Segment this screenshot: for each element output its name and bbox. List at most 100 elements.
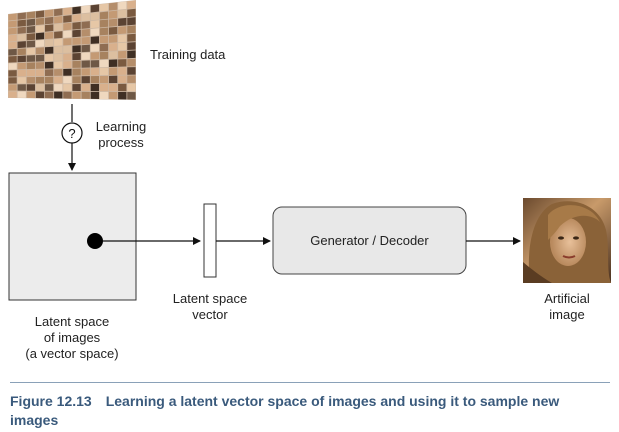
training-face-tile [44,39,54,47]
training-face-tile [108,18,118,27]
training-face-tile [72,6,81,15]
training-face-tile [81,36,90,45]
training-face-tile [35,91,45,99]
training-face-tile [63,91,72,99]
learning-process-icon: ? [61,122,83,144]
training-face-tile [72,21,81,30]
training-face-tile [63,84,72,91]
training-face-tile [81,60,90,68]
training-face-tile [54,91,63,99]
training-face-tile [8,41,17,49]
training-face-tile [26,69,36,77]
training-face-tile [72,37,81,45]
latent-space-line1: Latent space [34,314,110,329]
training-face-tile [99,91,109,100]
output-label-line2: image [549,307,585,322]
vector-label-line1: Latent space [172,291,248,306]
training-face-tile [118,50,127,59]
training-face-tile [90,60,100,68]
training-face-tile [127,92,136,100]
training-face-tile [81,91,90,99]
training-face-tile [99,27,109,36]
training-face-tile [35,62,45,69]
training-face-tile [44,46,54,54]
training-face-tile [81,83,90,92]
training-face-tile [8,13,17,21]
training-face-tile [90,52,100,60]
training-face-tile [8,77,17,84]
learning-label-line1: Learning [95,119,147,134]
training-face-tile [44,31,54,40]
training-face-tile [118,1,127,10]
training-face-tile [90,4,100,13]
training-face-tile [72,52,81,61]
training-face-tile [35,47,45,55]
training-face-tile [118,42,127,51]
training-face-tile [108,10,118,19]
training-face-tile [127,83,136,92]
training-face-tile [81,76,90,84]
training-face-tile [35,17,45,26]
training-face-tile [108,34,118,43]
training-face-tile [99,3,109,12]
training-face-tile [63,68,72,76]
training-face-tile [99,75,109,84]
training-face-tile [90,75,100,84]
training-face-tile [63,61,72,69]
training-face-tile [63,7,72,16]
training-face-tile [44,16,54,25]
latent-space-line3: (a vector space) [25,346,119,361]
training-face-tile [72,68,81,76]
training-face-tile [108,83,118,92]
training-face-tile [127,75,136,83]
training-face-tile [118,91,127,100]
training-face-tile [118,67,127,75]
training-face-tile [26,11,36,19]
training-face-tile [35,69,45,77]
latent-point [87,233,103,249]
training-face-tile [17,69,26,77]
training-face-tile [72,45,81,53]
latent-vector-label: Latent space vector [160,291,260,323]
training-face-tile [81,5,90,14]
training-face-tile [72,60,81,68]
training-face-tile [127,8,136,18]
caption-text: Learning a latent vector space of images… [10,393,560,428]
training-face-tile [99,83,109,92]
training-face-tile [127,25,136,34]
latent-space-square [8,172,137,301]
training-face-tile [17,41,26,49]
training-face-tile [108,67,118,76]
training-face-tile [8,63,17,70]
training-face-tile [118,59,127,67]
training-face-tile [54,53,63,61]
training-face-tile [8,84,17,91]
output-label-line1: Artificial [544,291,590,306]
training-face-tile [118,83,127,92]
training-face-tile [26,18,36,26]
training-face-tile [127,42,136,51]
training-face-tile [63,53,72,61]
latent-space-label: Latent space of images (a vector space) [4,314,140,362]
training-face-tile [81,21,90,29]
training-face-tile [54,8,63,17]
training-face-tile [54,31,63,39]
artificial-image-label: Artificial image [515,291,619,323]
training-face-tile [90,83,100,92]
training-face-tile [81,44,90,53]
training-face-tile [44,84,54,91]
training-face-tile [127,33,136,42]
training-face-tile [108,43,118,51]
training-face-tile [26,33,36,41]
training-face-tile [26,76,36,84]
training-face-tile [118,17,127,27]
training-face-tile [54,68,63,76]
training-face-tile [44,76,54,84]
training-face-tile [54,84,63,91]
training-face-tile [118,26,127,35]
training-data-label: Training data [150,47,226,62]
training-face-tile [118,75,127,84]
training-face-tile [26,91,36,99]
